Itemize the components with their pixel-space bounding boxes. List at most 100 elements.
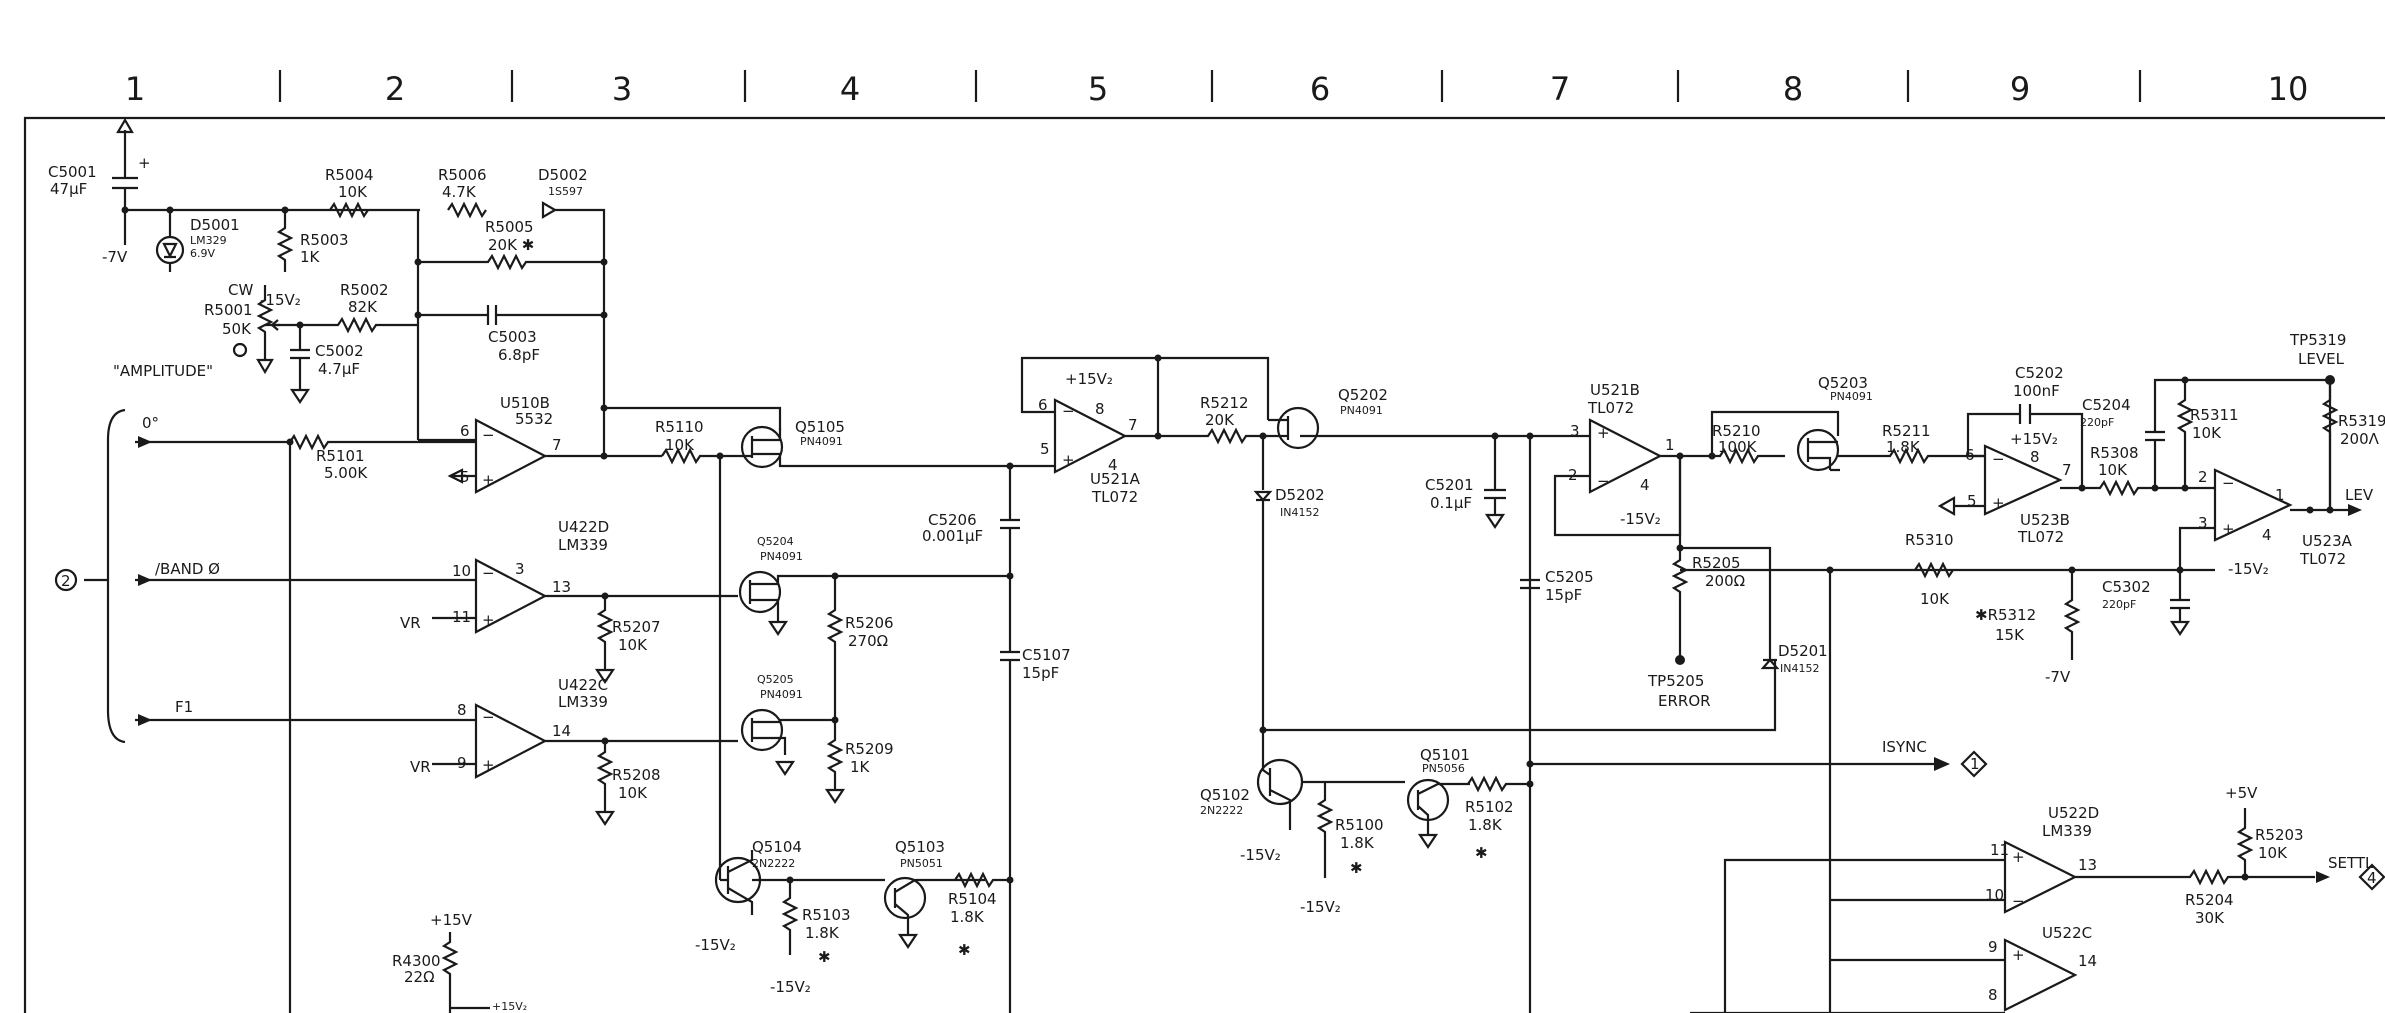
- neg15-label-5: -15V₂: [1300, 898, 1341, 916]
- connector-4-icon: [2358, 863, 2385, 891]
- grid-col-4: 4: [840, 70, 860, 108]
- svg-text:−: −: [482, 564, 495, 582]
- level-out-label: LEV: [2345, 486, 2374, 504]
- svg-text:1.8K: 1.8K: [1340, 834, 1375, 852]
- sheet-border: [23, 116, 2385, 1013]
- error-label: ERROR: [1658, 692, 1711, 710]
- rail-arrow-icon: [116, 117, 134, 134]
- svg-text:10: 10: [1985, 886, 2004, 904]
- svg-text:PN4091: PN4091: [1340, 404, 1383, 417]
- svg-text:1K: 1K: [850, 758, 871, 776]
- svg-text:10K: 10K: [2258, 844, 2288, 862]
- svg-text:+: +: [138, 154, 151, 172]
- grid-col-9: 9: [2010, 70, 2030, 108]
- grid-col-6: 6: [1310, 70, 1330, 108]
- svg-text:LM329: LM329: [190, 234, 227, 247]
- neg7-rail-label: -7V: [102, 248, 128, 266]
- u521b-stage: C5201 0.1µF C5205 15pF ISYNC 1 + − U521B…: [1425, 374, 1988, 1013]
- svg-text:7: 7: [552, 436, 562, 454]
- pos15-label-2: +15V₂: [2010, 430, 2058, 448]
- svg-text:3: 3: [515, 560, 525, 578]
- r5209-ref: R5209: [845, 740, 894, 758]
- c5205-ref: C5205: [1545, 568, 1594, 586]
- f1-label: F1: [175, 698, 193, 716]
- connector-2-icon: [54, 568, 78, 592]
- q5104-q5103-stage: Q5104 2N2222 -15V₂ R5103 1.8K ✱ -15V₂ Q5…: [695, 838, 1010, 996]
- svg-text:6: 6: [1038, 396, 1048, 414]
- grid-col-8: 8: [1783, 70, 1803, 108]
- grid-col-5: 5: [1088, 70, 1108, 108]
- q5103-transistor-icon: [883, 876, 927, 920]
- svg-text:PN5051: PN5051: [900, 857, 943, 870]
- pos15-label-1: +15V₂: [1065, 370, 1113, 388]
- svg-text:0.001µF: 0.001µF: [922, 527, 983, 545]
- svg-text:8: 8: [457, 701, 467, 719]
- connector-2-label: 2: [61, 572, 71, 590]
- svg-text:9: 9: [1988, 938, 1998, 956]
- svg-text:15K: 15K: [1995, 626, 2025, 644]
- svg-text:4: 4: [1640, 476, 1650, 494]
- svg-text:220pF: 220pF: [2102, 598, 2136, 611]
- c5001-value: 47µF: [50, 180, 87, 198]
- svg-text:10K: 10K: [665, 436, 695, 454]
- svg-text:10K: 10K: [338, 183, 368, 201]
- u422c-comparator: − + U422C LM339 8 14 9 VR R5208 10K: [410, 676, 738, 826]
- svg-text:4.7µF: 4.7µF: [318, 360, 360, 378]
- svg-text:+: +: [2222, 520, 2235, 538]
- isync-label: ISYNC: [1882, 738, 1927, 756]
- u422d-comparator: − + U422D LM339 10 3 13 11 VR R5207 10K: [400, 518, 738, 684]
- svg-text:200Ω: 200Ω: [1705, 572, 1745, 590]
- svg-text:100nF: 100nF: [2013, 382, 2060, 400]
- svg-text:30K: 30K: [2195, 909, 2225, 927]
- svg-text:11: 11: [1990, 841, 2009, 859]
- d5001-ref: D5001: [190, 216, 240, 234]
- svg-text:1.8K: 1.8K: [1468, 816, 1503, 834]
- svg-text:6.9V: 6.9V: [190, 247, 215, 260]
- svg-text:−: −: [1597, 472, 1610, 490]
- svg-text:+: +: [482, 471, 495, 489]
- u523a-opamp: − + 2 3 1 4 -15V₂ U523A TL072 LEV TP5319…: [1680, 331, 2385, 1013]
- svg-text:6: 6: [460, 422, 470, 440]
- u510b-ref: U510B: [500, 394, 550, 412]
- vr-label-2: VR: [410, 758, 431, 776]
- svg-text:1K: 1K: [300, 248, 321, 266]
- c5202-ref: C5202: [2015, 364, 2064, 382]
- q5202-ref: Q5202: [1338, 386, 1388, 404]
- r5312-ref: ✱R5312: [1975, 606, 2036, 624]
- svg-text:−: −: [1062, 402, 1075, 420]
- svg-text:8: 8: [1988, 986, 1998, 1004]
- svg-text:IN4152: IN4152: [1280, 506, 1319, 519]
- svg-text:✱: ✱: [1475, 844, 1488, 862]
- u521b-ref: U521B: [1590, 381, 1640, 399]
- svg-text:PN4091: PN4091: [760, 688, 803, 701]
- connector-1-icon: [1960, 750, 1988, 778]
- r5203-ref: R5203: [2255, 826, 2304, 844]
- d5002-ref: D5002: [538, 166, 588, 184]
- svg-text:2N2222: 2N2222: [752, 857, 795, 870]
- neg15-label-1: -15V₂: [260, 291, 301, 309]
- u521a-opamp: − + +15V₂ 6 8 7 5 4 U521A TL072 R5212 20…: [1010, 354, 1495, 730]
- u422d-ref: U422D: [558, 518, 609, 536]
- svg-text:8: 8: [2030, 448, 2040, 466]
- svg-text:✱: ✱: [1350, 859, 1363, 877]
- svg-text:5: 5: [1967, 492, 1977, 510]
- r5205-ref: R5205: [1692, 554, 1741, 572]
- neg15-label-4: -15V₂: [1240, 846, 1281, 864]
- c5206-ref: C5206: [928, 511, 977, 529]
- q5102-q5101-stage: Q5102 2N2222 -15V₂ R5100 1.8K ✱ -15V₂ Q5…: [1200, 660, 1777, 916]
- c5201-ref: C5201: [1425, 476, 1474, 494]
- q5204-q5205-stage: Q5204 PN4091 R5206 270Ω Q5205 PN4091 R52…: [738, 535, 1010, 804]
- svg-text:✱: ✱: [818, 948, 831, 966]
- svg-text:−: −: [482, 426, 495, 444]
- r5004-ref: R5004: [325, 166, 374, 184]
- svg-text:4: 4: [2262, 526, 2272, 544]
- r5308-ref: R5308: [2090, 444, 2139, 462]
- svg-text:+: +: [2012, 848, 2025, 866]
- svg-text:1S597: 1S597: [548, 185, 583, 198]
- svg-text:13: 13: [2078, 856, 2097, 874]
- u422c-ref: U422C: [558, 676, 608, 694]
- r5110-ref: R5110: [655, 418, 704, 436]
- input-bus: 2 0° R5101 5.00K /BAND Ø F1: [54, 408, 476, 1013]
- q5204-ref: Q5204: [757, 535, 794, 548]
